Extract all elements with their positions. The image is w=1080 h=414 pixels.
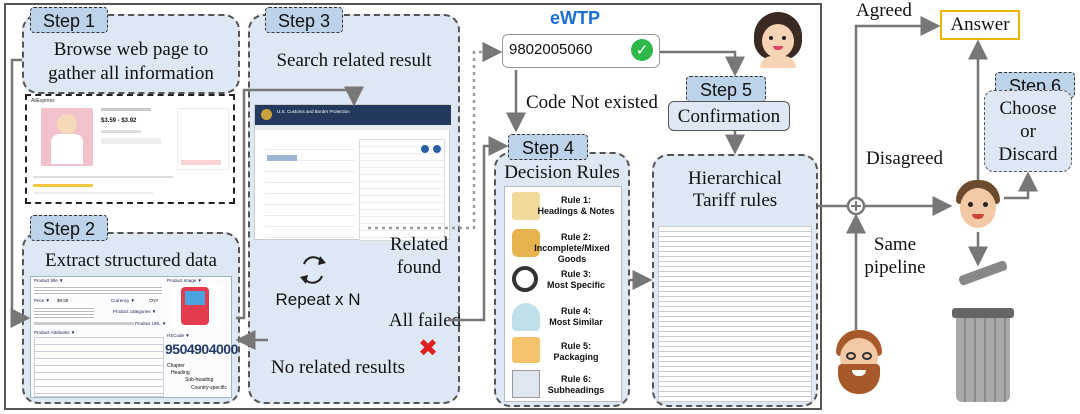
tariff-document bbox=[658, 226, 812, 402]
related-found-line2: found bbox=[396, 257, 442, 278]
step1-title: Browse web page to gather all informatio… bbox=[48, 39, 214, 84]
answer-box bbox=[940, 10, 1020, 40]
card-chapter: Chapter bbox=[167, 363, 185, 369]
card-product-image: Product Image ▼ bbox=[167, 278, 202, 283]
rule-2-desc: Incomplete/Mixed Goods bbox=[534, 243, 610, 264]
card-price-value: $9.59 bbox=[57, 298, 69, 303]
card-hscode: 9504904000 bbox=[165, 341, 238, 357]
all-failed-label: All failed bbox=[388, 310, 462, 331]
card-subheading: Sub-heading bbox=[185, 377, 214, 383]
card-currency-value: CNY bbox=[149, 298, 159, 303]
ewtp-logo: eWTP bbox=[550, 8, 601, 28]
step4-title: Decision Rules bbox=[504, 162, 620, 183]
card-product-title: Product title ▼ bbox=[34, 278, 64, 283]
step6-line3: Discard bbox=[998, 144, 1058, 165]
related-found-line1: Related bbox=[389, 234, 449, 255]
bearded-man-avatar bbox=[832, 330, 886, 396]
card-product-url: Product URL ▼ bbox=[135, 321, 167, 326]
step6-line2: or bbox=[1020, 121, 1036, 142]
rule-icon bbox=[512, 303, 540, 331]
web-price: $3.59 - $3.92 bbox=[101, 118, 137, 124]
rule-3-title: Rule 3: bbox=[560, 269, 591, 279]
web-page-screenshot: AliExpress $3.59 - $3.92 bbox=[25, 94, 235, 204]
rule-icon bbox=[512, 337, 540, 363]
cbp-header: U.S. Customs and Border Protection bbox=[277, 109, 350, 114]
rule-5-desc: Packaging bbox=[553, 352, 599, 362]
cbp-header-bar: U.S. Customs and Border Protection bbox=[255, 105, 451, 125]
rule-6-title: Rule 6: bbox=[560, 374, 591, 384]
code-input[interactable]: 9802005060 ✓ bbox=[502, 34, 660, 68]
rule-icon bbox=[512, 229, 540, 257]
attributes-table bbox=[34, 337, 164, 397]
rule-1-desc: Headings & Notes bbox=[537, 206, 615, 216]
card-product-categories: Product categories ▼ bbox=[113, 309, 157, 314]
step1-label: Step 1 bbox=[30, 7, 108, 33]
rule-icon bbox=[512, 192, 540, 220]
step2-title: Extract structured data bbox=[45, 250, 217, 271]
woman-avatar bbox=[752, 12, 804, 68]
agreed-label: Agreed bbox=[856, 0, 912, 21]
same-pipeline-line2: pipeline bbox=[864, 257, 926, 278]
game-console-image bbox=[171, 285, 221, 329]
card-currency: Currency ▼ bbox=[111, 298, 135, 303]
rule-icon bbox=[512, 370, 540, 398]
step5-label: Step 5 bbox=[686, 76, 766, 102]
rule-3-desc: Most Specific bbox=[546, 280, 605, 290]
card-product-attributes: Product Attributes ▼ bbox=[34, 330, 76, 335]
rule-4-desc: Most Similar bbox=[549, 317, 603, 327]
repeat-label: Repeat x N bbox=[275, 290, 361, 309]
step3-label: Step 3 bbox=[265, 7, 343, 33]
card-price: Price ▼ bbox=[34, 298, 50, 303]
step6-box bbox=[984, 90, 1072, 172]
fail-x-icon: ✖ bbox=[418, 334, 439, 362]
check-icon: ✓ bbox=[631, 39, 653, 61]
rule-6-desc: Subheadings bbox=[547, 385, 605, 395]
rule-1-title: Rule 1: bbox=[560, 195, 591, 205]
code-value: 9802005060 bbox=[509, 41, 593, 58]
hierarchical-title-line1: Hierarchical bbox=[688, 168, 782, 189]
answer-label: Answer bbox=[950, 14, 1010, 35]
aliexpress-brand: AliExpress bbox=[31, 98, 55, 104]
cbp-search-screenshot: U.S. Customs and Border Protection bbox=[254, 104, 451, 241]
rule-5-title: Rule 5: bbox=[560, 341, 591, 351]
step2-label: Step 2 bbox=[30, 215, 108, 241]
card-heading: Heading bbox=[171, 370, 190, 376]
no-related-label: No related results bbox=[270, 357, 405, 378]
step6-line1: Choose bbox=[999, 98, 1057, 119]
code-not-existed-label: Code Not existed bbox=[526, 92, 658, 113]
disagreed-label: Disagreed bbox=[866, 148, 944, 169]
step3-title: Search related result bbox=[276, 50, 432, 71]
product-photo bbox=[41, 108, 93, 166]
extract-card: Product title ▼ Product Image ▼ Price ▼ … bbox=[30, 276, 238, 398]
man-avatar bbox=[952, 180, 1004, 232]
card-hscode-label: HSCode ▼ bbox=[167, 333, 190, 338]
panel-step1 bbox=[22, 14, 240, 94]
hierarchical-title-line2: Tariff rules bbox=[692, 190, 778, 211]
rules-box bbox=[504, 186, 622, 402]
rule-2-title: Rule 2: bbox=[560, 232, 591, 242]
step4-label: Step 4 bbox=[508, 134, 588, 160]
rule-4-title: Rule 4: bbox=[560, 306, 591, 316]
rule-icon bbox=[512, 266, 538, 292]
same-pipeline-line1: Same bbox=[873, 234, 917, 255]
card-country-rule: Country-specific bbox=[191, 385, 227, 391]
confirmation-label: Confirmation bbox=[677, 106, 781, 127]
confirmation-box bbox=[668, 101, 790, 131]
trash-can-icon bbox=[948, 259, 1018, 404]
